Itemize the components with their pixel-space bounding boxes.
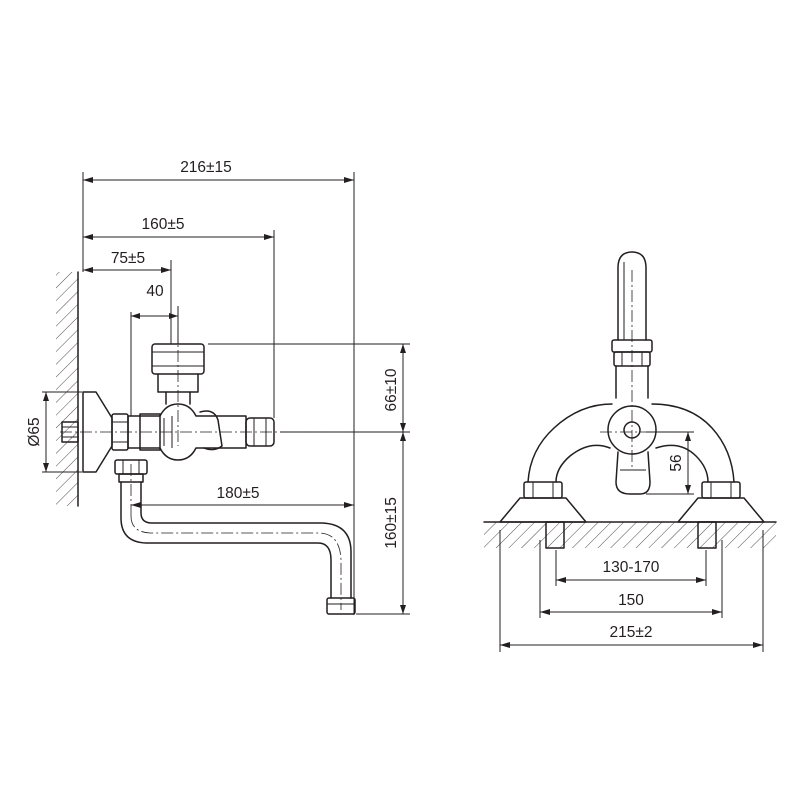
dim-center-distance-label: 150 <box>618 592 644 609</box>
side-dimension-labels: 216±15 160±5 75±5 40 180±5 Ø65 66±10 160… <box>26 159 400 549</box>
front-left-connector <box>499 481 587 549</box>
front-body <box>527 403 735 483</box>
dim-overall-width-label: 215±2 <box>610 624 653 641</box>
spout-pipe <box>120 481 356 615</box>
dim-handle-height-label: 56 <box>668 454 685 471</box>
dim-head-offset-label: 40 <box>146 283 164 300</box>
dim-spout-reach-label: 180±5 <box>217 485 260 502</box>
dim-head-height-label: 66±10 <box>383 368 400 411</box>
deck-surface <box>483 521 777 548</box>
side-dimension-lines <box>43 177 406 614</box>
front-right-connector <box>677 481 765 549</box>
front-view: 56 130-170 150 215±2 <box>483 251 777 652</box>
wall <box>56 271 79 507</box>
side-center-lines <box>60 330 350 610</box>
head-valve <box>151 343 205 405</box>
spout-nut <box>114 459 148 483</box>
front-dimension-labels: 56 130-170 150 215±2 <box>603 454 685 641</box>
dim-center-adjust-label: 130-170 <box>603 559 660 576</box>
dim-flange-diameter-label: Ø65 <box>26 417 43 446</box>
dim-body-depth-label: 75±5 <box>111 250 145 267</box>
dim-total-depth-label: 216±15 <box>180 159 232 176</box>
front-spout <box>611 251 653 399</box>
handle-knob <box>245 417 275 447</box>
front-dimension-lines <box>500 432 763 648</box>
dim-handle-depth-label: 160±5 <box>142 216 185 233</box>
front-lever <box>615 451 651 495</box>
dim-spout-drop-label: 160±15 <box>383 497 400 549</box>
mixer-body <box>127 403 247 461</box>
front-center-lines <box>600 270 664 470</box>
side-view: 216±15 160±5 75±5 40 180±5 Ø65 66±10 160… <box>26 159 410 615</box>
